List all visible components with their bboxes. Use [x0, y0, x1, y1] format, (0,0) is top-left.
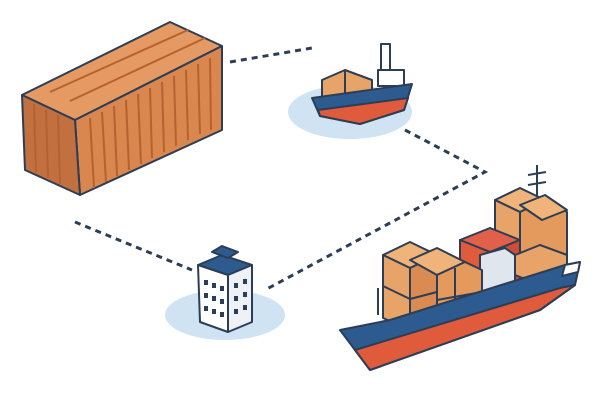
route-lines	[74, 46, 489, 292]
small-cargo-ship-icon	[288, 43, 413, 139]
route-ship-to-big-ship	[264, 128, 489, 292]
warehouse-building-icon	[165, 245, 285, 340]
route-container-to-building	[74, 220, 193, 272]
large-cargo-ship-icon	[339, 165, 581, 371]
shipping-container-icon	[21, 21, 223, 196]
route-container-to-ship	[229, 46, 313, 64]
